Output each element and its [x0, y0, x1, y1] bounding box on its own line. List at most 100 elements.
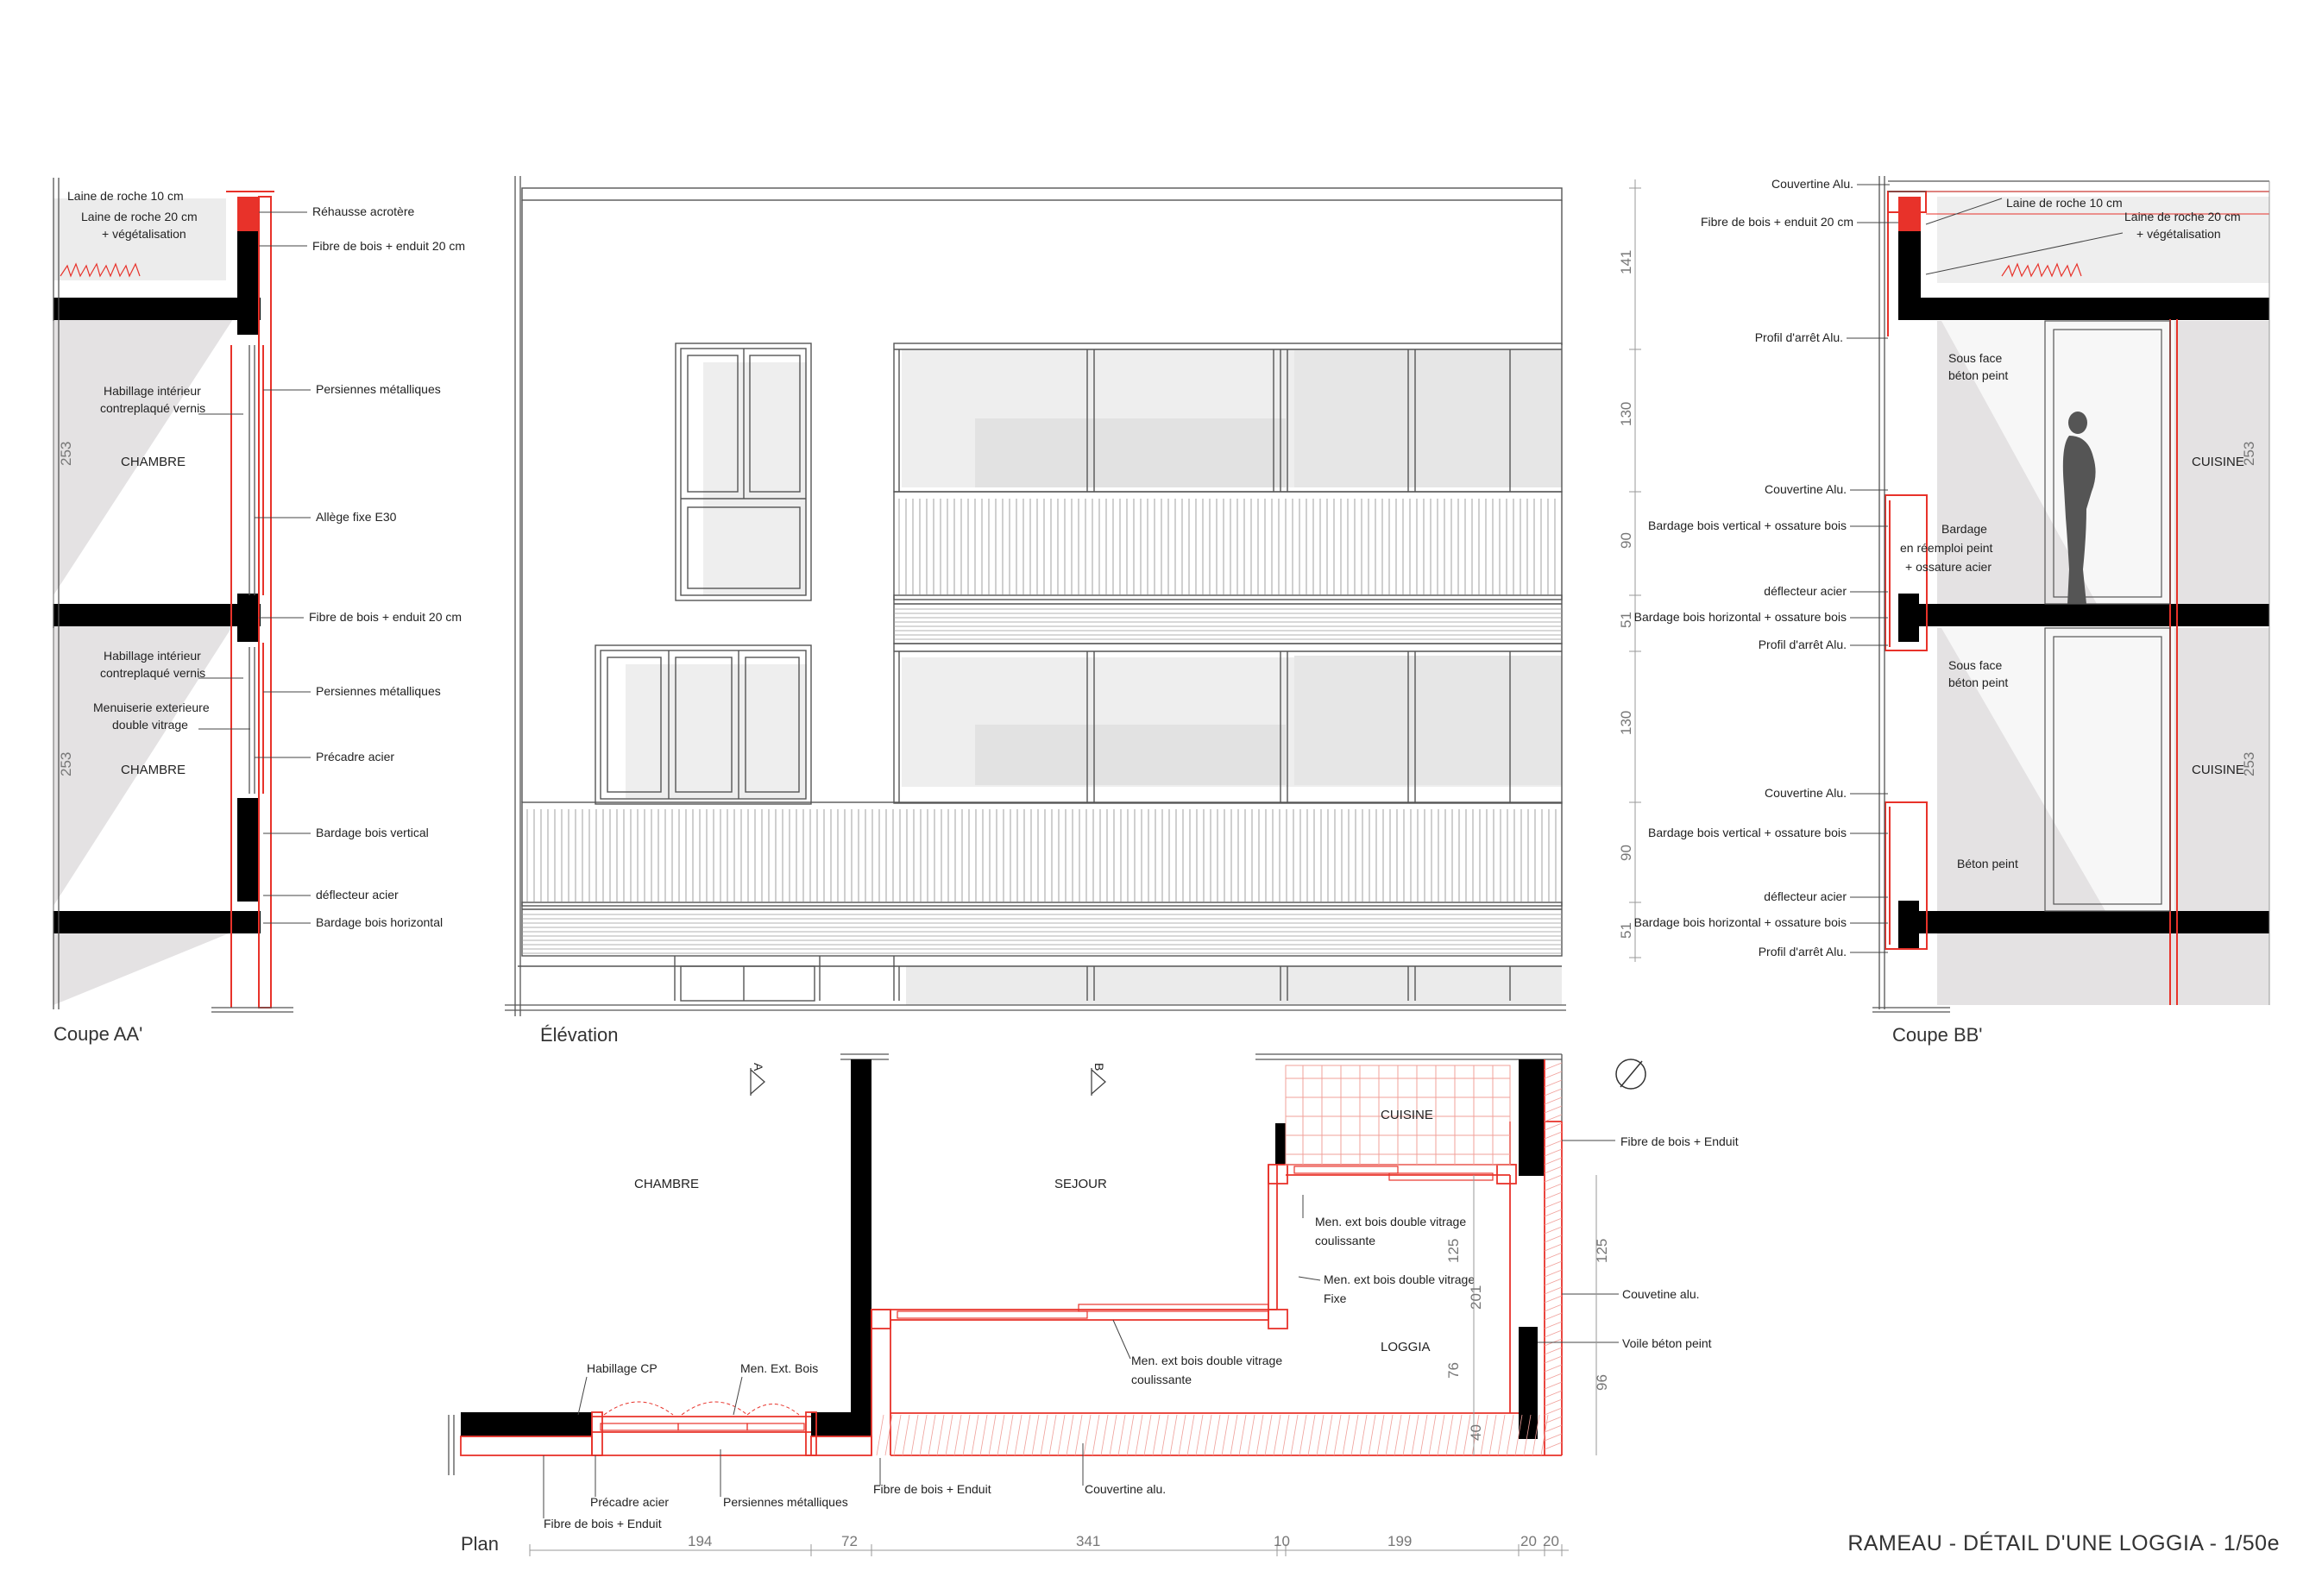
dim-elev-5: 130 [1618, 711, 1634, 735]
dim-plan-v3: 76 [1445, 1362, 1462, 1379]
hatch-line [1040, 1414, 1048, 1456]
label-plan-fibre-mid: Fibre de bois + Enduit [873, 1482, 991, 1496]
acroterion-bb-wall [1898, 231, 1921, 317]
hatch-line [988, 1414, 997, 1456]
acroterion-wall-aa [237, 231, 260, 335]
room-plan-chambre: CHAMBRE [634, 1177, 699, 1191]
hatch-line [1544, 1381, 1563, 1390]
dim-plan-h3: 341 [1076, 1533, 1100, 1549]
label-aa-vegetalisation: + végétalisation [102, 227, 186, 241]
dim-plan-v5: 125 [1594, 1239, 1610, 1263]
plan-view: A B CHAMBRE SEJOUR CUISINE LOGGIA Fibre … [448, 1053, 1739, 1556]
wall-plan-right-top [1519, 1059, 1545, 1176]
coupe-bb-section: 253 253 CUISINE CUISINE Couvertine Alu. … [1634, 176, 2270, 1046]
hatch-line [1359, 1414, 1368, 1456]
hatch-line [1230, 1414, 1238, 1456]
hatch-line [1497, 1414, 1506, 1456]
leaders-aa [198, 211, 311, 924]
hatch-plan [448, 1053, 1563, 1475]
hatch-line [1057, 1414, 1066, 1456]
slab-aa-roof [53, 298, 261, 320]
edge-bb-1 [1898, 594, 1919, 642]
hatch-line [1161, 1414, 1169, 1456]
label-plan-men-sejour-b: coulissante [1131, 1373, 1192, 1386]
hatch-line [1092, 1414, 1100, 1456]
hatch-line [1100, 1414, 1109, 1456]
hatch-line [1523, 1414, 1532, 1456]
leaders-bb [1847, 184, 2124, 953]
label-bb-laine10: Laine de roche 10 cm [2006, 196, 2123, 210]
dim-plan-h1: 194 [688, 1533, 712, 1549]
person-silhouette-icon [2062, 412, 2096, 604]
label-plan-men-coul-a: Men. ext bois double vitrage [1315, 1215, 1466, 1228]
hatch-line [1402, 1414, 1411, 1456]
hatch-line [1238, 1414, 1247, 1456]
dim-aa-2: 253 [58, 752, 74, 776]
hatch-line [1186, 1414, 1195, 1456]
label-aa-habillage-1a: Habillage intérieur [104, 384, 201, 398]
shade-elev-c [703, 362, 807, 595]
hatch-line [1544, 1312, 1563, 1321]
hatch-line [1411, 1414, 1419, 1456]
hatch-line [1544, 1114, 1563, 1122]
label-bb-bardage-reemploi-a: Bardage [1941, 522, 1987, 536]
shade-elev-d [626, 664, 807, 798]
label-bb-deflecteur-1: déflecteur acier [1764, 584, 1847, 598]
hatch-line [1544, 1243, 1563, 1252]
slab-bb-floor0 [1898, 911, 2269, 933]
hatch-line [928, 1414, 936, 1456]
dim-plan-v1: 125 [1445, 1239, 1462, 1263]
hatch-line [1023, 1414, 1031, 1456]
hatch-line [1506, 1414, 1514, 1456]
hatch-line [1290, 1414, 1299, 1456]
hatch-line [1152, 1414, 1161, 1456]
room-bb-cuisine-2: CUISINE [2192, 763, 2244, 777]
hatch-line [1066, 1414, 1074, 1456]
hatch-line [1544, 1347, 1563, 1355]
north-arrow-icon [1615, 1059, 1646, 1090]
label-bb-bardage-h-2: Bardage bois horizontal + ossature bois [1634, 915, 1847, 929]
label-aa-laine10: Laine de roche 10 cm [67, 189, 184, 203]
hatch-line [1544, 1433, 1563, 1442]
hatch-elev [505, 176, 1566, 1016]
hatch-line [1532, 1414, 1540, 1456]
window-aa [249, 345, 255, 794]
hatch-line [1544, 1217, 1563, 1226]
kitchen-grid [1285, 1065, 1511, 1166]
slab-aa-floor0 [53, 911, 261, 933]
roof-edge-bb [1926, 191, 2269, 215]
shutter-swings [603, 1401, 800, 1416]
caption-coupe-aa: Coupe AA' [53, 1023, 142, 1045]
envelope-plan [460, 1059, 1563, 1456]
hatch-line [1544, 1390, 1563, 1398]
dim-elev-1: 141 [1618, 250, 1634, 274]
hatch-line [1445, 1414, 1454, 1456]
hatch-line [1342, 1414, 1350, 1456]
dim-elev-6: 90 [1618, 845, 1634, 861]
label-bb-sousface-1a: Sous face [1948, 351, 2002, 365]
hatch-line [1544, 1071, 1563, 1079]
label-bb-bardage-v-1: Bardage bois vertical + ossature bois [1648, 518, 1847, 532]
hatch-line [962, 1414, 971, 1456]
hatch-line [1544, 1157, 1563, 1166]
shade-bb-3 [1937, 932, 2269, 1005]
label-bb-bardage-reemploi-c: + ossature acier [1905, 560, 1992, 574]
slab-bb-roof [1898, 298, 2269, 320]
label-aa-rehausse: Réhausse acrotère [312, 204, 415, 218]
vegetation-bb [2001, 262, 2082, 278]
hatch-line [1316, 1414, 1325, 1456]
wall-aa-1 [237, 594, 260, 642]
dim-plan-h4: 10 [1274, 1533, 1290, 1549]
label-aa-habillage-2a: Habillage intérieur [104, 649, 201, 663]
label-plan-persiennes: Persiennes métalliques [723, 1495, 848, 1509]
hatch-line [1005, 1414, 1014, 1456]
hatch-line [1169, 1414, 1178, 1456]
hatch-line [1117, 1414, 1126, 1456]
label-bb-profil-1: Profil d'arrêt Alu. [1755, 330, 1843, 344]
label-bb-couvertine-2: Couvertine Alu. [1765, 482, 1847, 496]
hatch-line [1273, 1414, 1281, 1456]
hatch-line [1264, 1414, 1273, 1456]
label-bb-sousface-2b: béton peint [1948, 675, 2008, 689]
label-bb-laine20: Laine de roche 20 cm [2124, 210, 2241, 223]
hatch-line [1544, 1252, 1563, 1260]
